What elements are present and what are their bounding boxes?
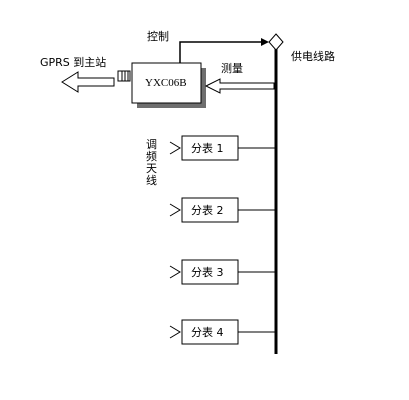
antenna-icon — [169, 141, 181, 155]
sub-meter-box — [181, 319, 239, 345]
sub-meter-box — [181, 197, 239, 223]
device-connector — [117, 70, 131, 82]
measure-label: 测量 — [221, 62, 243, 75]
antenna-label-char-3: 天 — [146, 162, 157, 175]
main-device-box — [131, 62, 202, 104]
antenna-icon — [169, 265, 181, 279]
control-label: 控制 — [147, 29, 169, 43]
main-device-label: YXC06B — [145, 77, 187, 89]
sub-meter-label: 分表 2 — [191, 203, 224, 217]
antenna-label-char-4: 线 — [146, 173, 157, 187]
gprs-arrow — [61, 71, 115, 93]
control-node-diamond — [268, 33, 284, 51]
sub-meter-label: 分表 4 — [191, 325, 224, 339]
control-line — [179, 41, 264, 64]
sub-meter-label: 分表 3 — [191, 265, 224, 279]
antenna-label-char-2: 频 — [146, 149, 157, 163]
antenna-icon — [169, 325, 181, 339]
sub-meter-label: 分表 1 — [191, 141, 224, 155]
sub-meter-1: 分表 1 — [169, 135, 275, 161]
measure-arrow — [204, 78, 275, 94]
gprs-label: GPRS 到主站 — [40, 55, 106, 69]
sub-meter-3: 分表 3 — [169, 259, 275, 285]
antenna-icon — [169, 203, 181, 217]
sub-meter-4: 分表 4 — [169, 319, 275, 345]
antenna-label-char-1: 调 — [146, 138, 157, 151]
sub-meter-box — [181, 135, 239, 161]
power-line-label: 供电线路 — [291, 49, 335, 63]
sub-meter-box — [181, 259, 239, 285]
sub-meter-2: 分表 2 — [169, 197, 275, 223]
control-arrowhead — [261, 38, 269, 46]
